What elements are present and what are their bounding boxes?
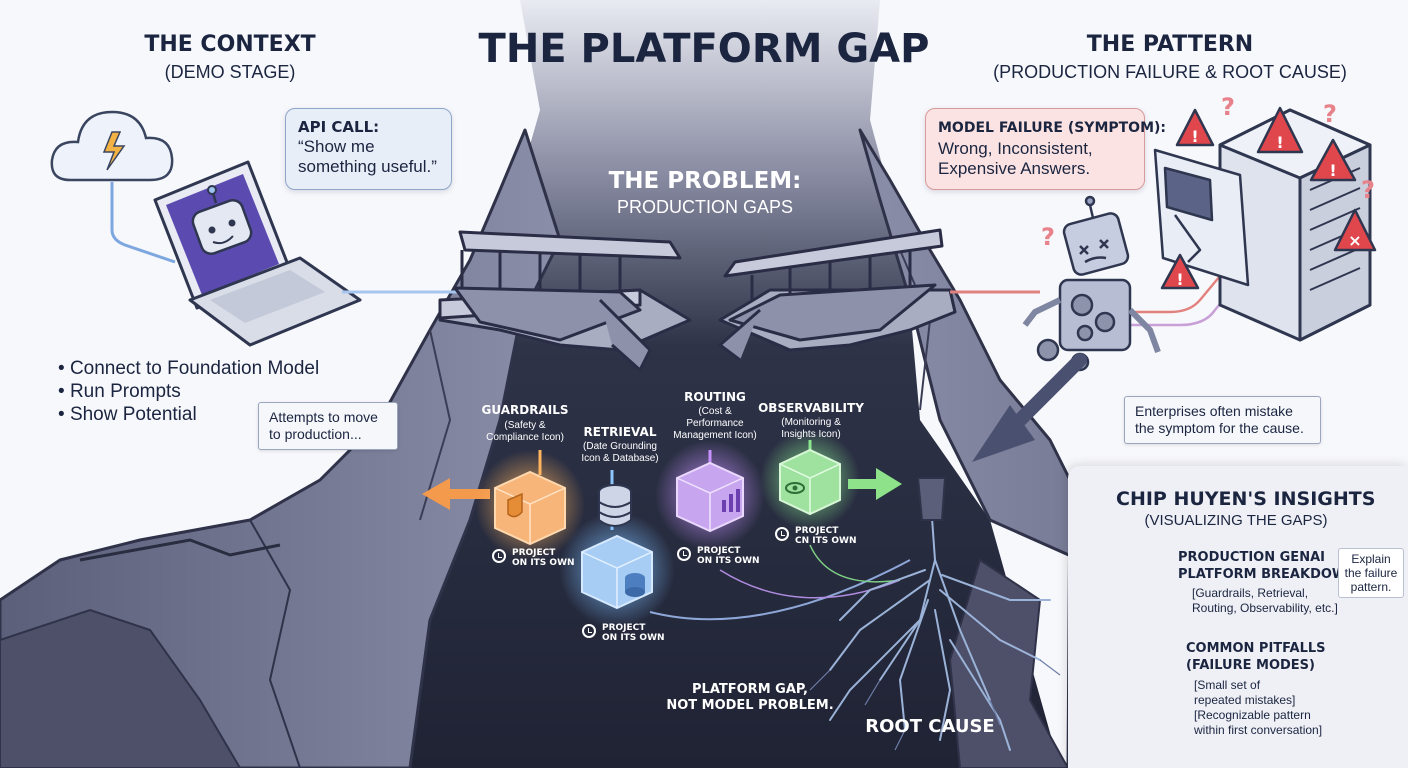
platform-gap-label: PLATFORM GAP,	[692, 682, 808, 697]
explain-callout: Explain the failure pattern.	[1338, 548, 1404, 598]
observability-desc2: Insights Icon)	[781, 429, 841, 440]
retrieval-label: RETRIEVAL	[583, 425, 657, 439]
insight2-detail-3: [Recognizable pattern	[1194, 708, 1311, 722]
bullet-1: • Connect to Foundation Model	[58, 358, 320, 379]
observability-label: OBSERVABILITY	[758, 401, 864, 415]
clock-icon	[677, 547, 691, 561]
bullet-3: • Show Potential	[58, 404, 197, 425]
model-failure-label: MODEL FAILURE (SYMPTOM):	[938, 120, 1167, 136]
svg-text:?: ?	[1041, 223, 1055, 251]
insight2-title-1: COMMON PITFALLS	[1186, 641, 1326, 656]
insight1-title-2: PLATFORM BREAKDOWN	[1178, 567, 1358, 582]
guardrails-desc1: (Safety &	[504, 420, 546, 431]
routing-desc1: (Cost &	[698, 406, 732, 417]
svg-text:!: !	[1276, 133, 1283, 152]
svg-text:?: ?	[1323, 100, 1337, 128]
symptom-note: Enterprises often mistake the symptom fo…	[1124, 396, 1321, 444]
clock-icon	[775, 527, 789, 541]
svg-text:×: ×	[1348, 231, 1361, 250]
insight2-detail-1: [Small set of	[1194, 678, 1261, 692]
root-cause-label: ROOT CAUSE	[865, 716, 995, 737]
context-title: THE CONTEXT	[144, 32, 316, 57]
svg-text:?: ?	[1221, 93, 1235, 121]
insight1-title-1: PRODUCTION GENAI	[1178, 550, 1325, 565]
svg-text:!: !	[1191, 127, 1198, 146]
retrieval-desc1: (Date Grounding	[583, 441, 657, 452]
api-call-label: API CALL:	[298, 118, 380, 136]
observability-desc1: (Monitoring &	[781, 417, 841, 428]
api-call-line2: something useful.”	[298, 157, 437, 176]
observability-cube	[760, 430, 860, 530]
context-subtitle: (DEMO STAGE)	[164, 62, 296, 82]
insight2-detail-2: repeated mistakes]	[1194, 693, 1296, 707]
routing-cube	[655, 440, 765, 550]
insights-subtitle: (VISUALIZING THE GAPS)	[1144, 512, 1328, 529]
svg-text:?: ?	[1361, 176, 1375, 204]
insights-title: CHIP HUYEN'S INSIGHTS	[1116, 488, 1376, 510]
attempts-note: Attempts to move to production...	[258, 402, 398, 450]
model-failure-bubble	[925, 108, 1145, 190]
routing-label: ROUTING	[684, 390, 746, 404]
problem-subtitle: PRODUCTION GAPS	[616, 197, 794, 217]
model-failure-line1: Wrong, Inconsistent,	[938, 139, 1093, 158]
routing-desc3: Management Icon)	[673, 430, 757, 441]
bullet-2: • Run Prompts	[58, 381, 181, 402]
api-call-line1: “Show me	[298, 137, 375, 156]
retrieval-desc2: Icon & Database)	[581, 453, 659, 464]
guardrails-label: GUARDRAILS	[481, 403, 569, 417]
insights-panel	[1068, 466, 1408, 768]
pattern-subtitle: (PRODUCTION FAILURE & ROOT CAUSE)	[993, 62, 1347, 82]
platform-gap-label-2: NOT MODEL PROBLEM.	[666, 698, 834, 713]
insight1-detail-1: [Guardrails, Retrieval,	[1192, 586, 1309, 600]
insight1-detail-2: Routing, Observability, etc.]	[1192, 601, 1338, 615]
insight2-detail-4: within first conversation]	[1194, 723, 1323, 737]
problem-title: THE PROBLEM:	[608, 168, 802, 194]
svg-text:!: !	[1176, 270, 1183, 289]
clock-icon	[582, 624, 596, 638]
svg-text:!: !	[1329, 161, 1336, 180]
model-failure-line2: Expensive Answers.	[938, 159, 1091, 178]
retrieval-cube	[559, 484, 675, 628]
main-title: THE PLATFORM GAP	[478, 26, 930, 72]
api-call-bubble	[285, 108, 452, 190]
insight2-title-2: (FAILURE MODES)	[1186, 658, 1315, 673]
guardrails-desc2: Compliance Icon)	[486, 432, 564, 443]
pattern-title: THE PATTERN	[1086, 32, 1254, 57]
routing-desc2: Performance	[686, 418, 744, 429]
clock-icon	[492, 549, 506, 563]
guardrails-cube	[475, 450, 585, 560]
